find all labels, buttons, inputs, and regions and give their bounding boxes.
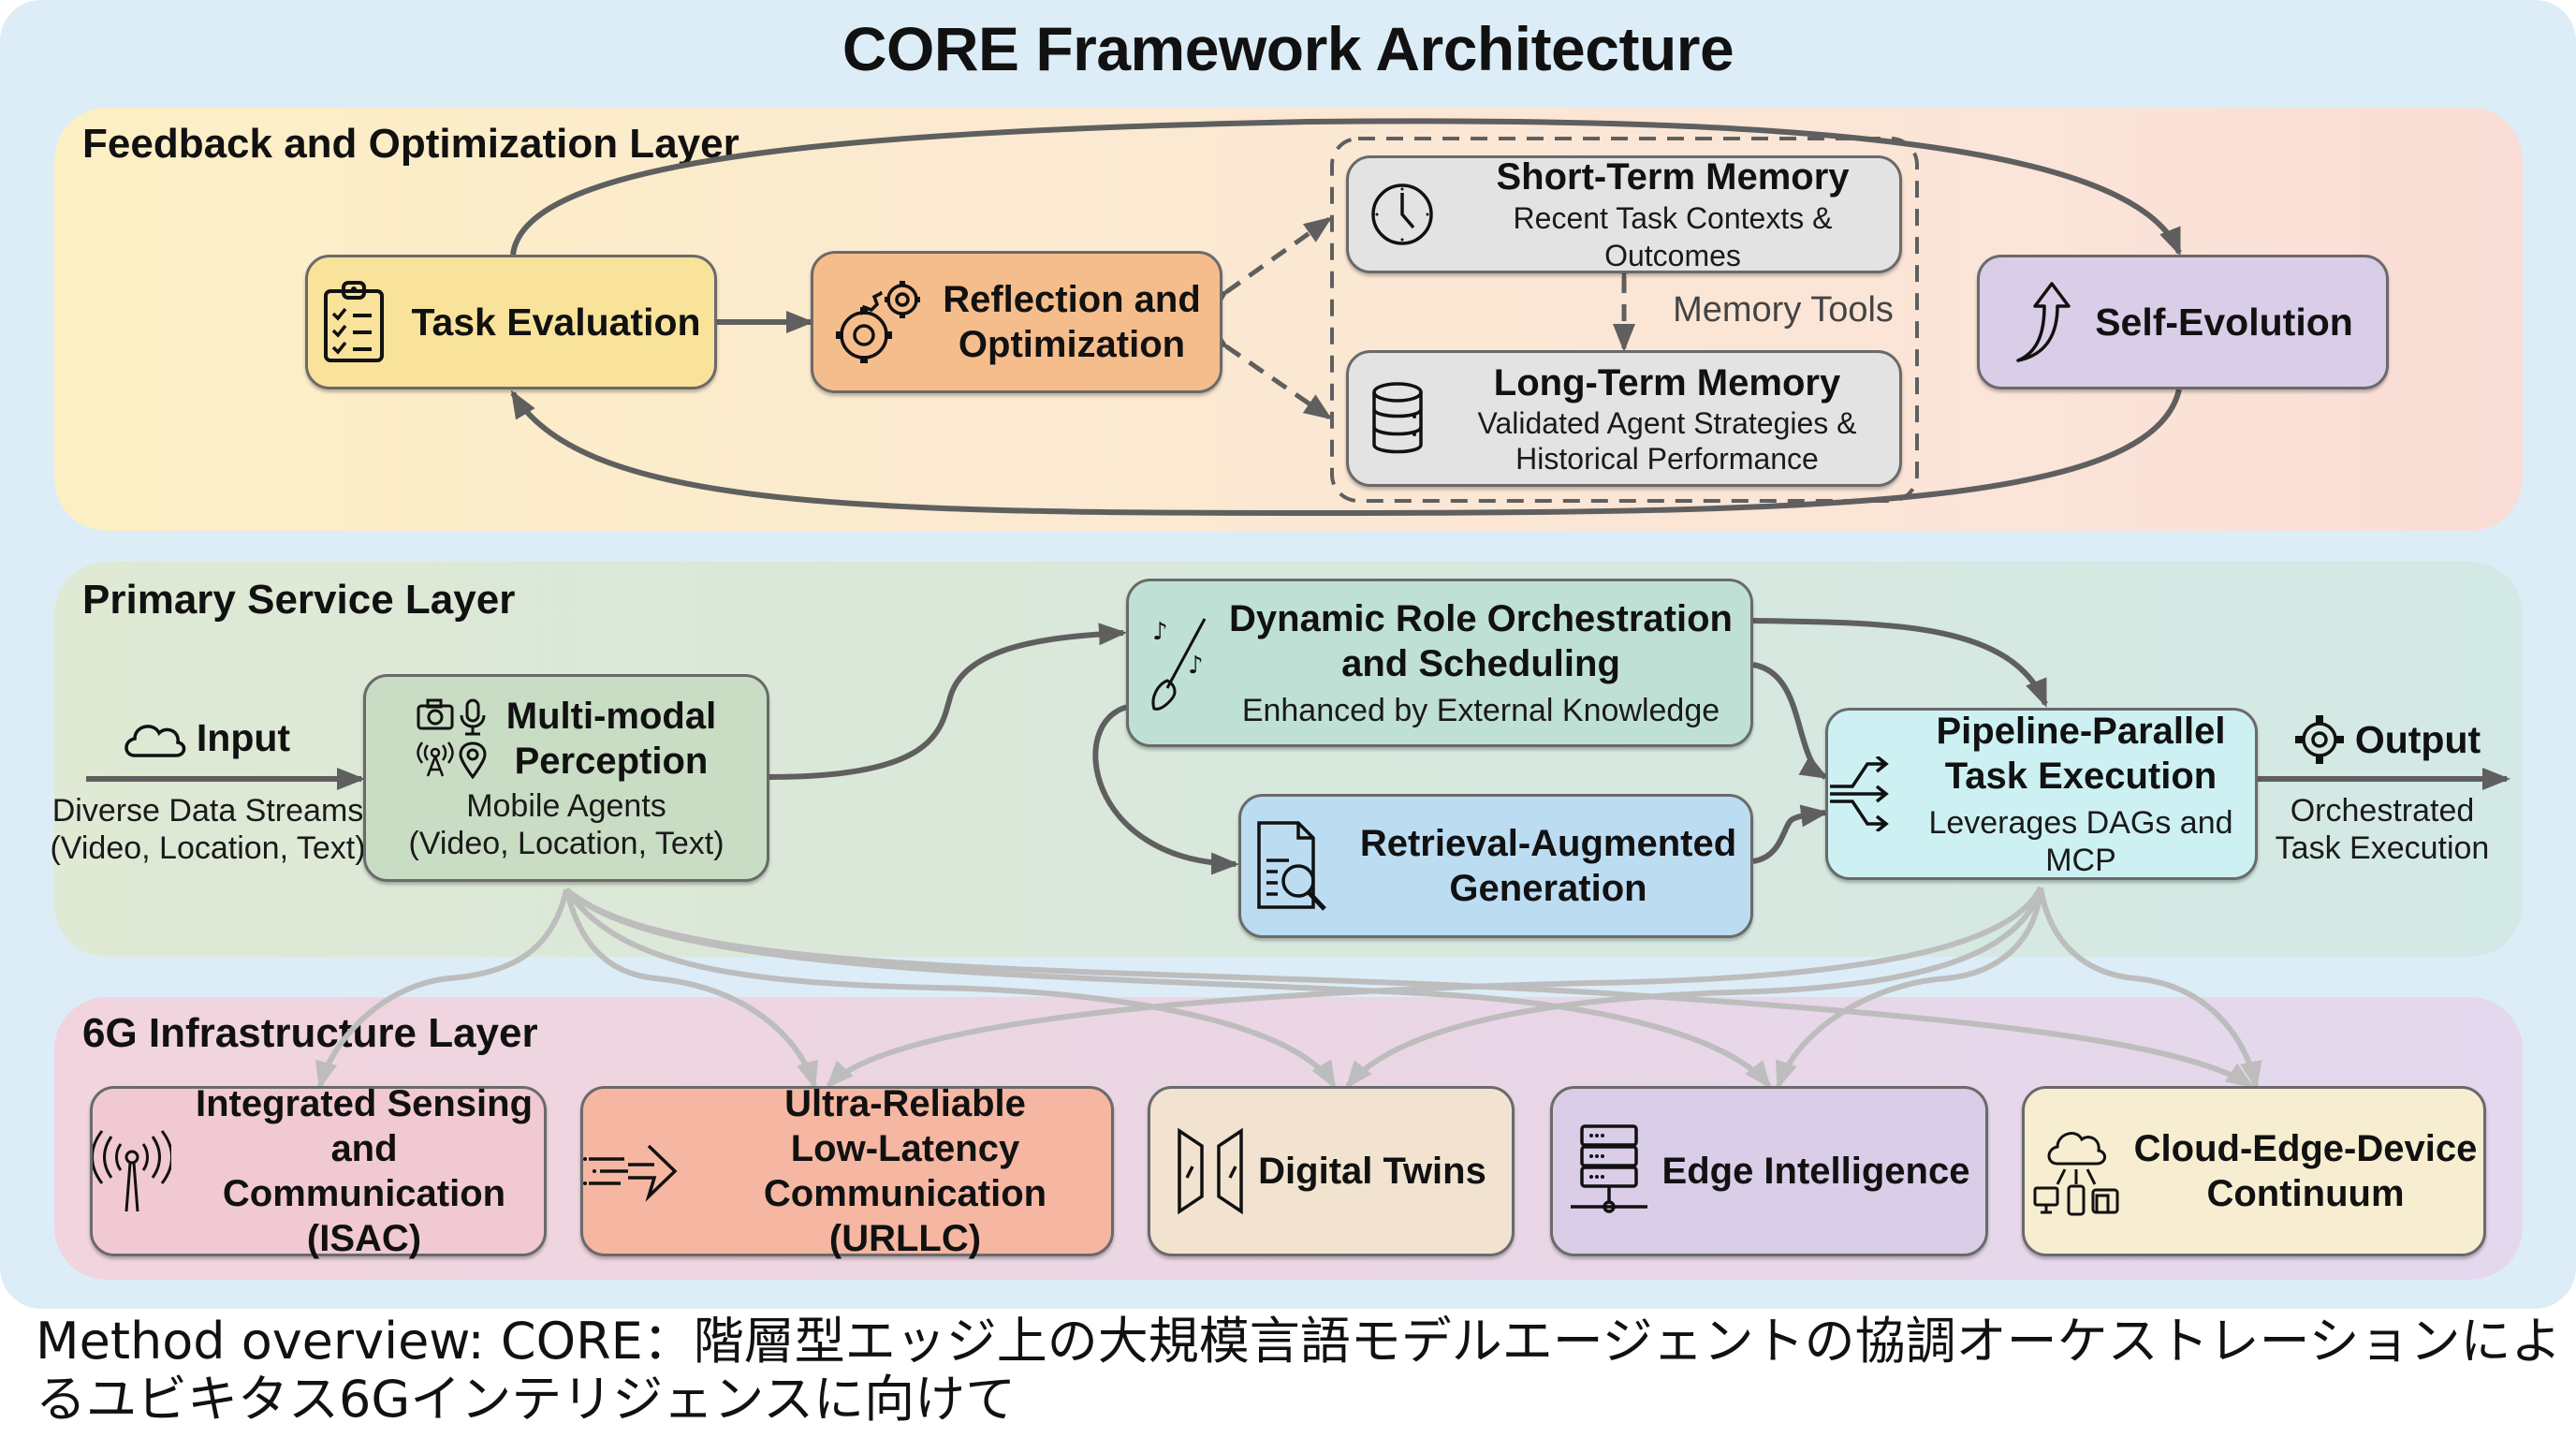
pipeline-subtitle: Leverages DAGs and MCP <box>1928 805 2233 878</box>
perception-title-line2: Perception <box>514 741 709 782</box>
infra-box-4[interactable]: Edge Intelligence <box>1550 1086 1988 1256</box>
infra-label-line: Continuum <box>2206 1173 2405 1214</box>
long-term-memory-subtitle-2: Historical Performance <box>1515 442 1819 476</box>
infra-label-line: (ISAC) <box>306 1218 422 1259</box>
branching-arrows-icon <box>1830 756 1889 831</box>
antenna-icon <box>417 741 454 777</box>
self-evolution-title: Self-Evolution <box>2095 301 2353 344</box>
output-desc-line2: Task Execution <box>2275 830 2490 866</box>
reflection-title-line2: Optimization <box>958 324 1186 365</box>
infra-label-line: Edge Intelligence <box>1661 1151 1970 1192</box>
speed-arrow-icon <box>583 1138 686 1204</box>
infra-label-line: and Communication <box>222 1128 506 1214</box>
infra-label-line: Digital Twins <box>1258 1151 1486 1192</box>
orchestration-title-line1: Dynamic Role Orchestration <box>1229 598 1733 639</box>
reflection-optimization-box[interactable]: Reflection and Optimization <box>811 251 1222 393</box>
perception-subtitle-1: Mobile Agents <box>466 788 666 824</box>
svg-text:♪: ♪ <box>1188 652 1204 680</box>
orchestration-title-line2: and Scheduling <box>1341 643 1620 684</box>
input-description: Diverse Data Streams (Video, Location, T… <box>49 792 367 867</box>
antenna-icon <box>93 1129 171 1213</box>
orchestration-subtitle: Enhanced by External Knowledge <box>1241 693 1720 728</box>
pipeline-title-line1: Pipeline-Parallel <box>1936 711 2226 752</box>
infra-box-3[interactable]: Digital Twins <box>1148 1086 1515 1256</box>
gears-icon <box>836 281 921 363</box>
perception-title-line1: Multi-modal <box>505 696 717 737</box>
clock-icon <box>1371 183 1433 245</box>
figure-caption: Method overview: CORE：階層型エッジ上の大規模言語モデルエー… <box>36 1312 2562 1429</box>
infra-label-line: Integrated Sensing <box>195 1083 534 1124</box>
short-term-memory-subtitle: Recent Task Contexts & Outcomes <box>1513 201 1833 272</box>
infra-box-label: Digital Twins <box>1258 1149 1486 1194</box>
clipboard-checklist-icon <box>324 281 385 362</box>
rag-title-line1: Retrieval-Augmented <box>1359 823 1737 864</box>
memory-tools-label: Memory Tools <box>1673 290 1894 330</box>
document-search-icon <box>1257 821 1326 911</box>
output-label-group: Output <box>2265 713 2509 766</box>
output-desc-line1: Orchestrated <box>2290 793 2475 829</box>
short-term-memory-box[interactable]: Short-Term Memory Recent Task Contexts &… <box>1346 155 1902 273</box>
task-evaluation-box[interactable]: Task Evaluation <box>305 255 717 389</box>
primary-layer-label: Primary Service Layer <box>82 577 516 623</box>
perception-icons <box>417 698 495 779</box>
svg-text:♪: ♪ <box>1152 618 1168 646</box>
infra-layer-label: 6G Infrastructure Layer <box>82 1010 538 1056</box>
mirror-panels-icon <box>1176 1127 1245 1215</box>
diagram-title: CORE Framework Architecture <box>842 14 1734 83</box>
self-evolution-box[interactable]: Self-Evolution <box>1977 255 2389 389</box>
infra-box-label: Edge Intelligence <box>1662 1149 1970 1194</box>
microphone-icon <box>460 698 486 736</box>
cloud-devices-icon <box>2031 1124 2121 1218</box>
output-title: Output <box>2354 718 2481 761</box>
dynamic-role-orchestration-box[interactable]: ♪ ♪ Dynamic Role Orchestration and Sched… <box>1126 579 1753 747</box>
task-evaluation-title: Task Evaluation <box>411 301 701 344</box>
short-term-memory-title: Short-Term Memory <box>1496 156 1850 198</box>
input-title: Input <box>196 716 291 759</box>
input-desc-line2: (Video, Location, Text) <box>50 830 366 866</box>
server-icon <box>1569 1124 1649 1218</box>
database-icon <box>1372 382 1423 454</box>
rag-box[interactable]: Retrieval-Augmented Generation <box>1238 794 1753 938</box>
infra-label-line: Ultra-Reliable <box>784 1083 1026 1124</box>
input-label-group: Input <box>56 715 356 760</box>
camera-icon <box>417 698 454 730</box>
infra-label-line: Low-Latency <box>790 1128 1020 1169</box>
long-term-memory-box[interactable]: Long-Term Memory Validated Agent Strateg… <box>1346 350 1902 487</box>
infra-label-line: Cloud-Edge-Device <box>2133 1128 2478 1169</box>
feedback-layer-label: Feedback and Optimization Layer <box>82 121 739 167</box>
pipeline-title-line2: Task Execution <box>1944 756 2217 797</box>
long-term-memory-subtitle-1: Validated Agent Strategies & <box>1477 406 1857 440</box>
infra-label-line: Communication (URLLC) <box>763 1173 1047 1259</box>
curved-up-arrow-icon <box>2016 282 2071 362</box>
reflection-title-line1: Reflection and <box>943 279 1201 320</box>
output-description: Orchestrated Task Execution <box>2256 792 2509 867</box>
conductor-baton-icon: ♪ ♪ <box>1151 618 1207 711</box>
gear-icon <box>2294 715 2344 764</box>
input-desc-line1: Diverse Data Streams <box>51 793 364 829</box>
cloud-icon <box>124 725 186 757</box>
rag-title-line2: Generation <box>1449 868 1647 909</box>
long-term-memory-title: Long-Term Memory <box>1493 362 1841 404</box>
perception-subtitle-2: (Video, Location, Text) <box>408 826 724 861</box>
location-pin-icon <box>459 741 487 779</box>
multimodal-perception-box[interactable]: Multi-modal Perception Mobile Agents (Vi… <box>363 674 769 882</box>
pipeline-parallel-box[interactable]: Pipeline-Parallel Task Execution Leverag… <box>1825 708 2258 880</box>
